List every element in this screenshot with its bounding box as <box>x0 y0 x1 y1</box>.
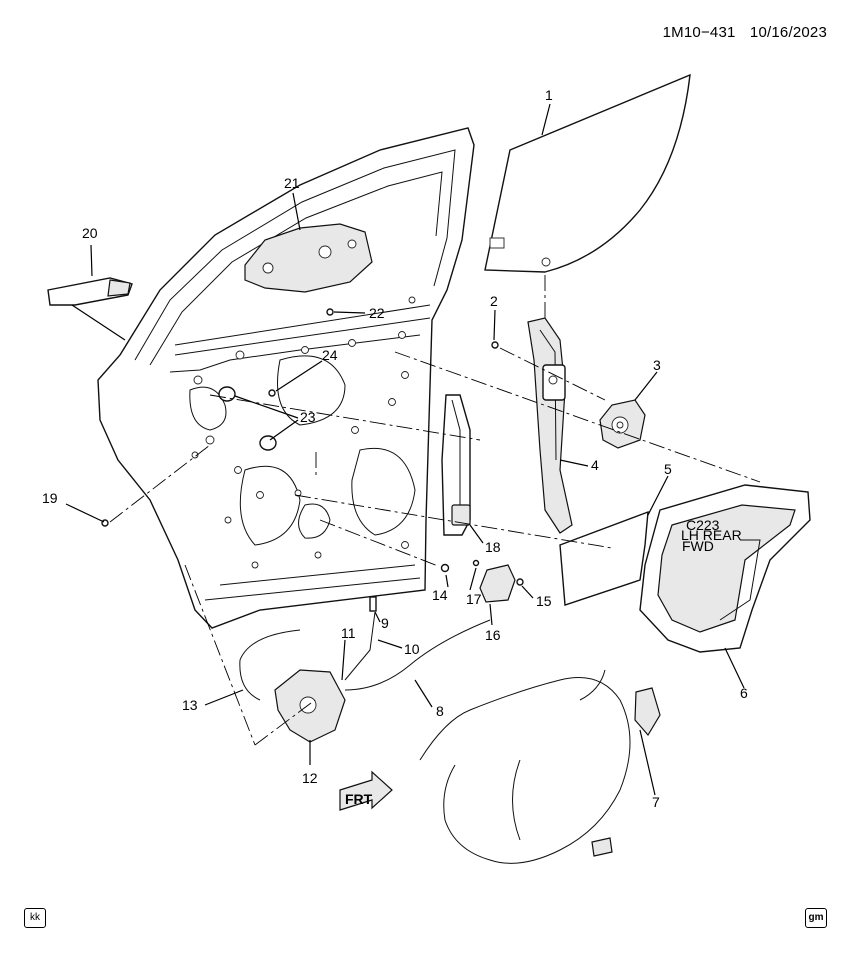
shield-text-3: FWD <box>682 538 714 554</box>
callout-4: 4 <box>591 457 599 473</box>
callout-17: 17 <box>466 591 482 607</box>
glass-run-channel <box>441 394 471 536</box>
leader-lines <box>65 103 745 796</box>
callout-11: 11 <box>341 625 356 641</box>
callout-7: 7 <box>652 794 660 810</box>
outside-handle <box>47 277 133 306</box>
callout-9: 9 <box>381 615 389 631</box>
front-direction-arrow: FRT <box>339 770 393 811</box>
gm-logo-icon: gm <box>805 908 827 928</box>
wiring-harness <box>419 669 661 864</box>
door-latch <box>274 669 346 743</box>
window-glass <box>484 73 691 273</box>
callout-24: 24 <box>322 347 338 363</box>
window-regulator <box>527 317 573 534</box>
diagram-date: 10/16/2023 <box>749 24 827 41</box>
frt-label: FRT <box>345 791 373 807</box>
callout-10: 10 <box>404 641 420 657</box>
diagram-code: 1M10−431 <box>662 24 736 41</box>
callout-16: 16 <box>485 627 501 643</box>
water-deflector: C223 LH REAR FWD <box>639 484 811 653</box>
callout-5: 5 <box>664 461 672 477</box>
center-lines <box>109 275 761 746</box>
callout-14: 14 <box>432 587 448 603</box>
shield-text-1: C223 <box>686 517 720 533</box>
callout-22: 22 <box>369 305 385 321</box>
callout-20: 20 <box>82 225 98 241</box>
door-seal-strip <box>559 510 649 606</box>
regulator-motor <box>599 399 646 449</box>
callout-8: 8 <box>436 703 444 719</box>
callout-12: 12 <box>302 770 318 786</box>
door-inner-panel <box>97 127 475 629</box>
callout-15: 15 <box>536 593 552 609</box>
callout-6: 6 <box>740 685 748 701</box>
callout-18: 18 <box>485 539 501 555</box>
handle-reinforcement <box>244 223 373 293</box>
callout-23: 23 <box>300 409 316 425</box>
callout-21: 21 <box>284 175 300 191</box>
callout-3: 3 <box>653 357 661 373</box>
callout-1: 1 <box>545 87 553 103</box>
door-module <box>479 564 516 603</box>
diagram-header: 1M10−431 10/16/2023 <box>653 24 827 41</box>
latch-cables <box>239 611 491 701</box>
callout-19: 19 <box>42 490 58 506</box>
callout-13: 13 <box>182 697 198 713</box>
callout-2: 2 <box>490 293 498 309</box>
shield-text-2: LH REAR <box>681 527 742 543</box>
kk-badge: kk <box>24 908 46 928</box>
callout-labels: 1 2 3 4 5 6 7 8 9 10 11 12 13 14 15 16 1… <box>42 87 748 810</box>
